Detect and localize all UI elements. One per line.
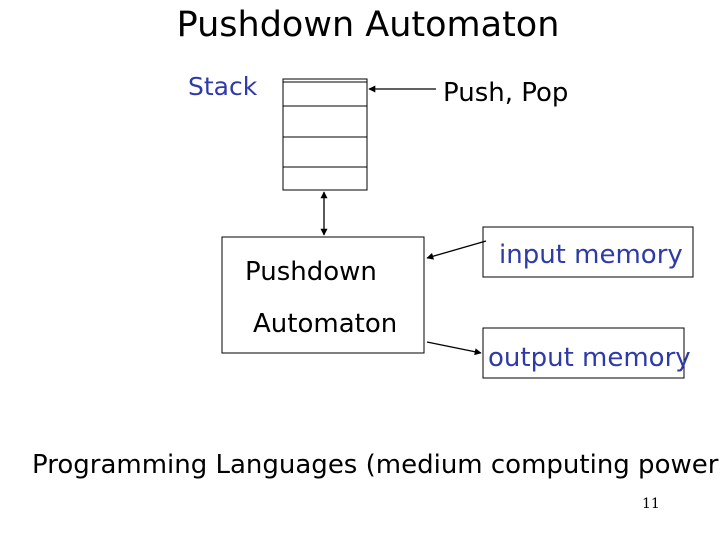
stack-cell	[282, 78, 368, 107]
push-pop-label: Push, Pop	[443, 78, 569, 108]
input-arrow	[426, 240, 487, 260]
output-memory-label: output memory	[488, 343, 691, 373]
stack-label: Stack	[188, 72, 258, 101]
output-memory-box	[482, 327, 685, 379]
page-number: 11	[642, 496, 660, 512]
stack-cell	[282, 105, 368, 138]
footer-caption: Programming Languages (medium computing …	[32, 450, 720, 480]
stack-cell	[282, 166, 368, 191]
slide-title: Pushdown Automaton	[176, 5, 560, 45]
automaton-label-line2: Automaton	[253, 309, 398, 339]
stack	[282, 78, 368, 191]
automaton-label-line1: Pushdown	[245, 257, 377, 287]
output-arrow	[426, 341, 482, 356]
automaton-box	[221, 236, 425, 354]
stack-cell	[282, 136, 368, 168]
input-memory-box	[482, 226, 694, 278]
input-memory-label: input memory	[499, 240, 683, 270]
